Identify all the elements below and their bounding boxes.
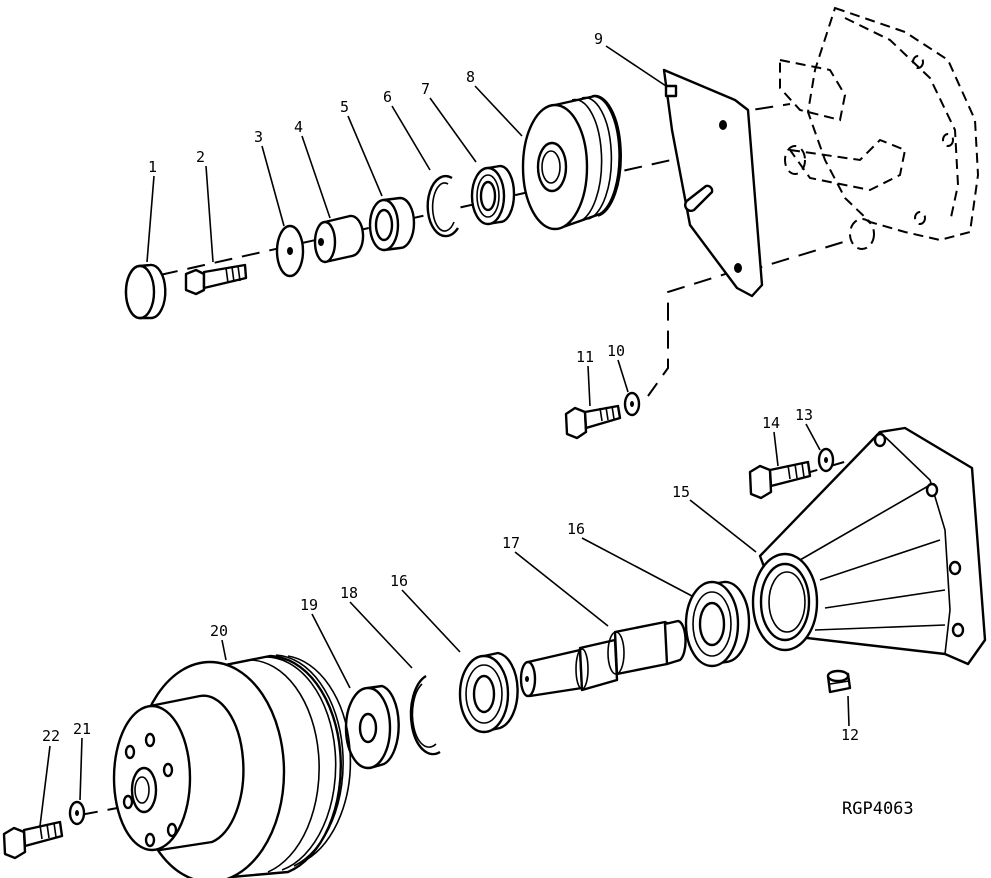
callout-12: 12: [841, 726, 859, 744]
part-19-spacer: [344, 684, 400, 770]
callout-5: 5: [340, 98, 349, 116]
callout-22: 22: [42, 727, 60, 745]
part-8-idler-pulley: [521, 94, 622, 231]
part-18-snap-ring: [409, 674, 441, 756]
callout-4: 4: [294, 118, 303, 136]
part-1-cap: [124, 263, 167, 320]
callout-6: 6: [383, 88, 392, 106]
callout-20: 20: [210, 622, 228, 640]
part-16-ball-bearing-right: [684, 580, 751, 668]
part-5-bushing: [368, 196, 416, 252]
part-2-cap-screw: [184, 263, 248, 296]
part-10-lock-washer: [623, 391, 641, 417]
callout-16-left: 16: [390, 572, 408, 590]
callout-labels: 1 2 3 4 5 6 7 8 9 10 11 12 13 14 15 16 1…: [42, 30, 859, 745]
part-6-snap-ring: [426, 174, 460, 238]
part-17-shaft: [519, 619, 687, 698]
callout-13: 13: [795, 406, 813, 424]
part-20-fan-drive-pulley: [112, 654, 352, 878]
callout-1: 1: [148, 158, 157, 176]
part-4-spacer: [313, 214, 365, 264]
callout-16-right: 16: [567, 520, 585, 538]
callout-9: 9: [594, 30, 603, 48]
callout-19: 19: [300, 596, 318, 614]
engine-block-outline: [779, 6, 980, 250]
figure-code: RGP4063: [842, 799, 914, 819]
callout-10: 10: [607, 342, 625, 360]
part-22-cap-screw: [2, 820, 64, 860]
part-13-lock-washer: [817, 447, 835, 473]
callout-17: 17: [502, 534, 520, 552]
callout-18: 18: [340, 584, 358, 602]
part-9-idler-bracket: [662, 68, 764, 298]
callout-14: 14: [762, 414, 780, 432]
part-12-pipe-plug: [826, 669, 852, 694]
part-15-bearing-housing: [751, 426, 987, 666]
callout-15: 15: [672, 483, 690, 501]
callout-3: 3: [254, 128, 263, 146]
callout-11: 11: [576, 348, 594, 366]
part-16-ball-bearing-left: [458, 651, 519, 734]
part-11-cap-screw: [564, 404, 622, 440]
leader-lines: [39, 45, 850, 827]
callout-7: 7: [421, 80, 430, 98]
part-14-cap-screw: [748, 460, 812, 500]
callout-8: 8: [466, 68, 475, 86]
callout-2: 2: [196, 148, 205, 166]
part-3-washer: [275, 224, 305, 278]
part-7-ball-bearing: [470, 164, 516, 226]
part-21-lock-washer: [68, 800, 86, 826]
callout-21: 21: [73, 720, 91, 738]
